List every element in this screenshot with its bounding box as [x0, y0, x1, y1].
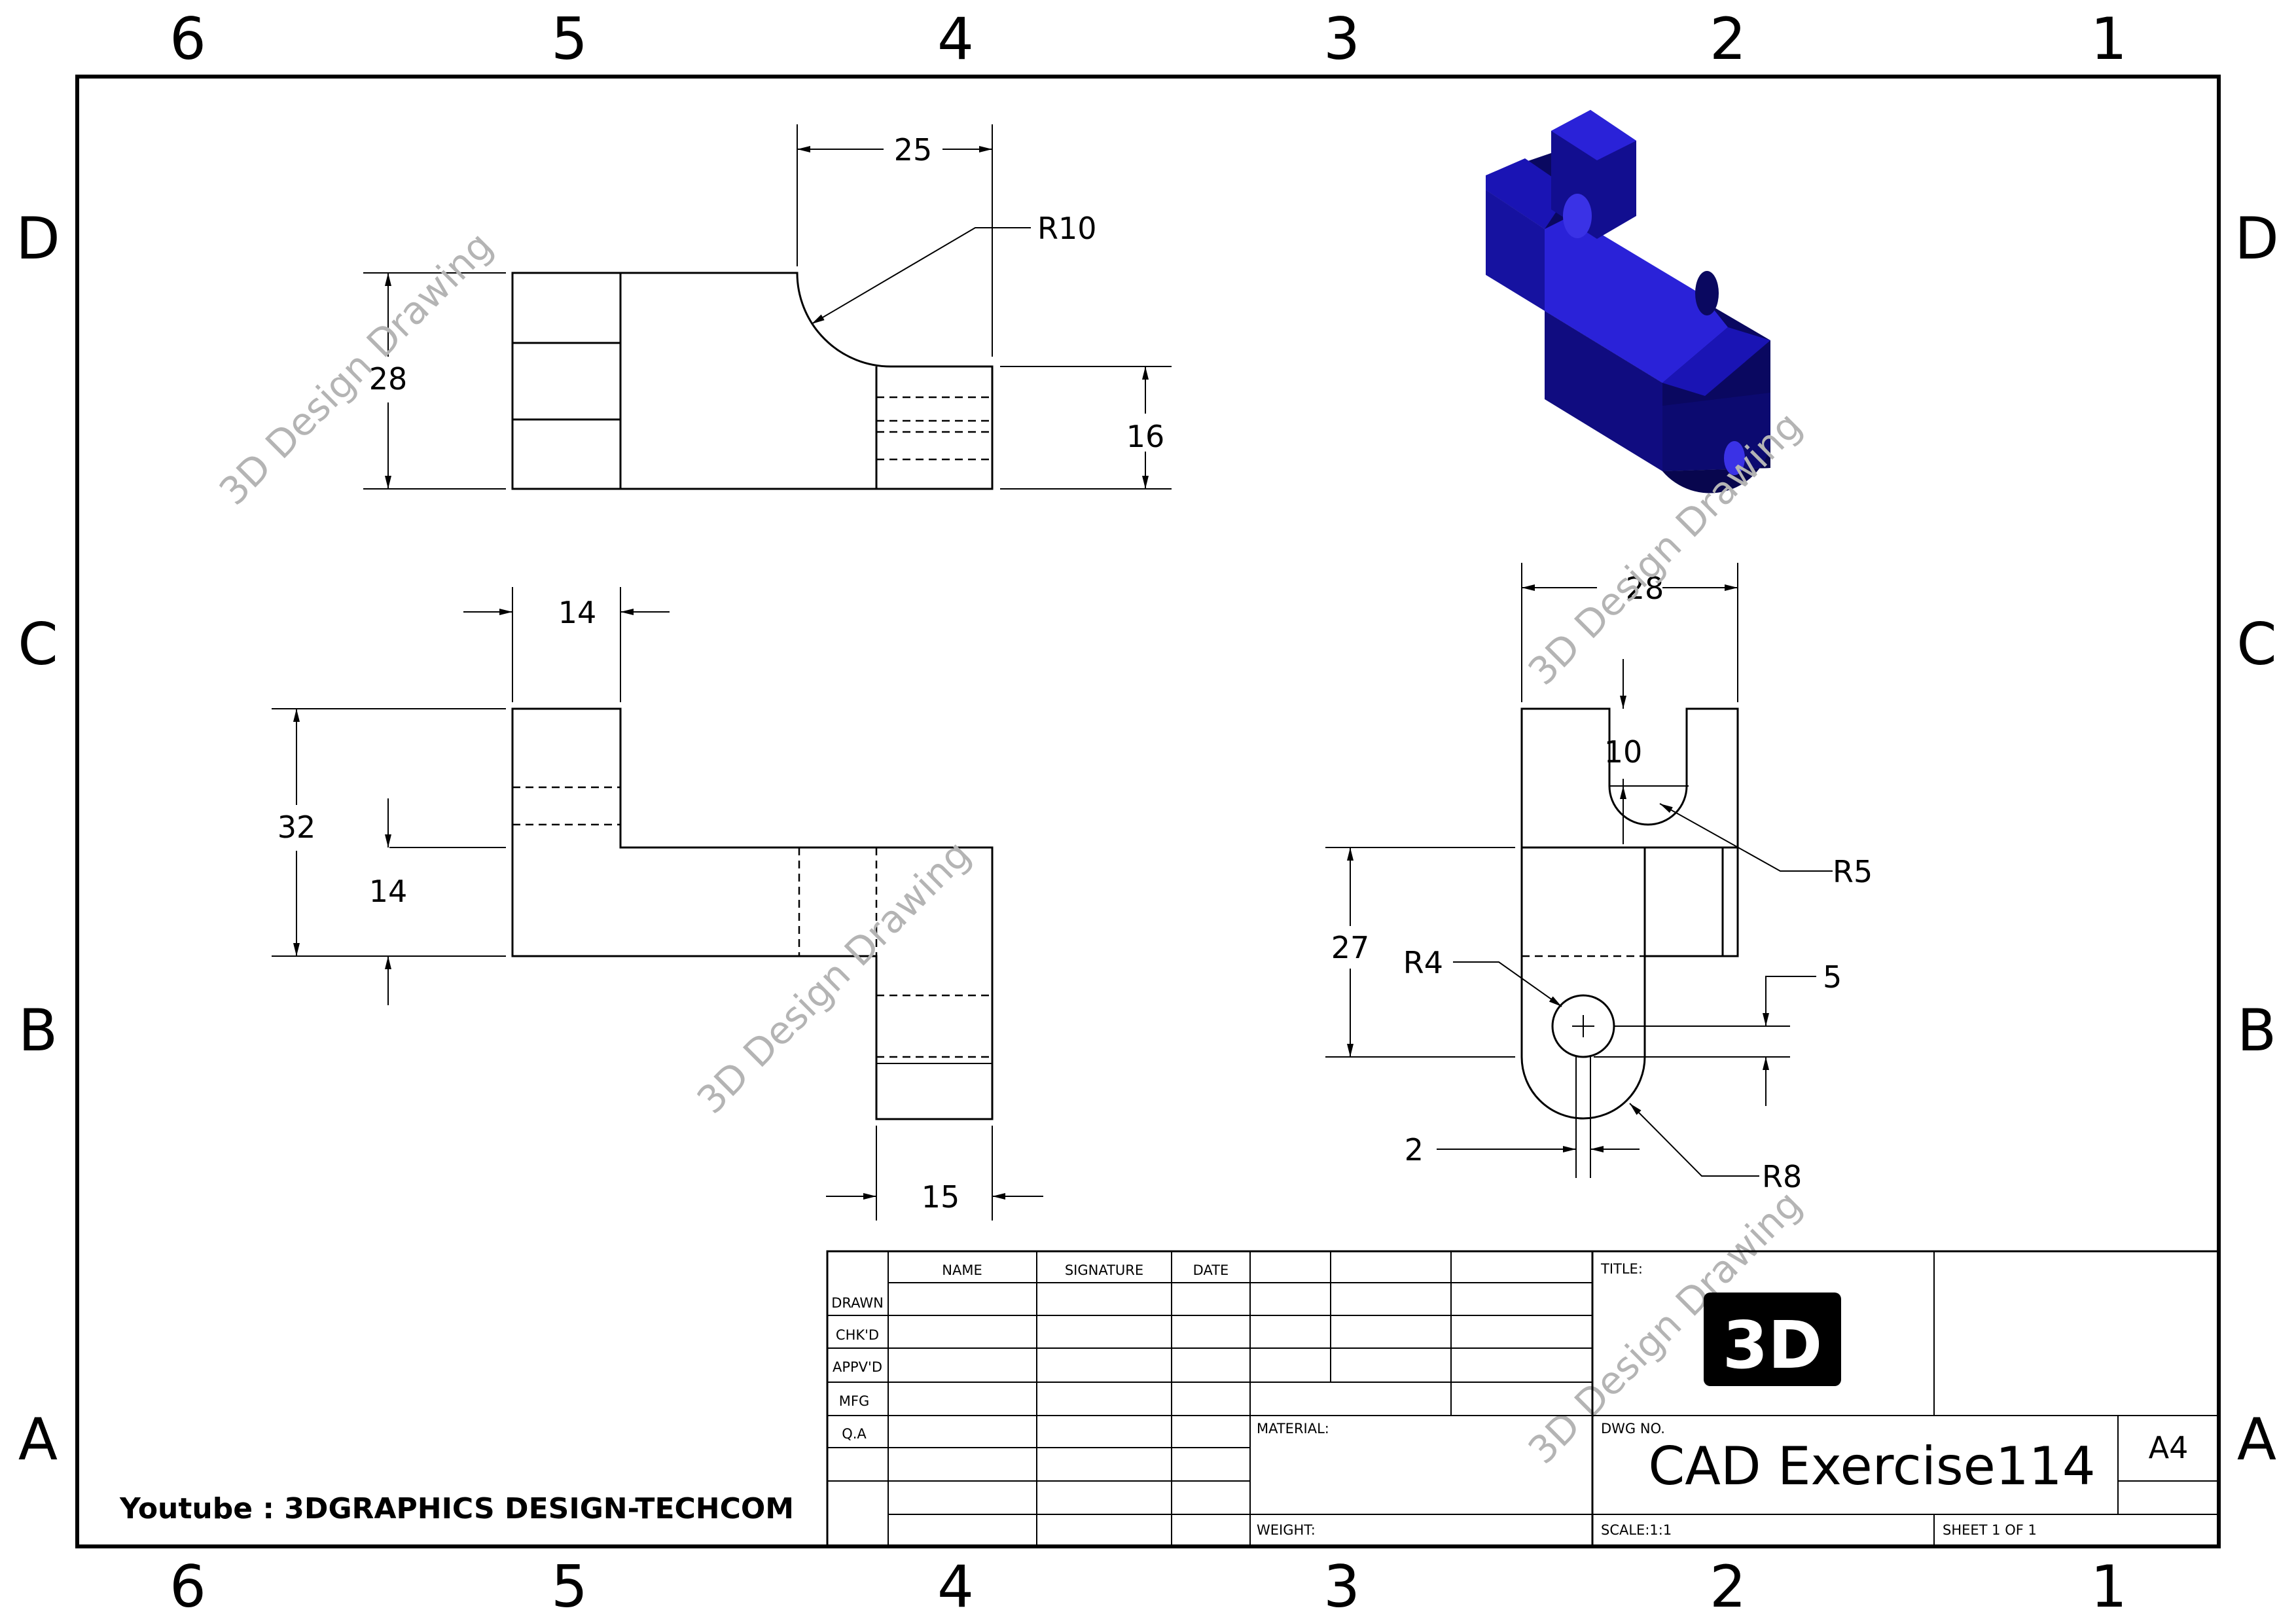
dim-side-5: 5 — [1823, 959, 1842, 995]
zone-row-a-left: A — [18, 1406, 58, 1473]
zone-col-5-top: 5 — [551, 5, 588, 73]
front-view: 14 32 14 15 — [272, 587, 1043, 1221]
dim-side-r5: R5 — [1833, 854, 1873, 889]
zone-row-c-left: C — [18, 611, 58, 678]
dim-front-14-width: 14 — [558, 595, 597, 630]
dim-front-15: 15 — [922, 1179, 960, 1215]
watermark-center: 3D Design Drawing — [689, 832, 979, 1122]
zone-row-d-left: D — [16, 205, 60, 272]
zone-labels: 6 5 4 3 2 1 6 5 4 3 2 1 D C B A D C B A — [16, 5, 2279, 1620]
title-block-signature-header: SIGNATURE — [1065, 1262, 1143, 1278]
title-block-row-drawn: DRAWN — [831, 1295, 884, 1311]
title-block-row-approved: APPV'D — [833, 1359, 882, 1375]
title-block-name-header: NAME — [942, 1262, 982, 1278]
dim-top-16: 16 — [1126, 419, 1165, 454]
zone-row-d-right: D — [2234, 205, 2279, 272]
logo-3d-text: 3D — [1723, 1307, 1823, 1383]
dim-side-2: 2 — [1405, 1132, 1424, 1168]
title-block: NAME SIGNATURE DATE DRAWN CHK'D APPV'D M… — [826, 1250, 2220, 1548]
logo-3d: 3D — [1704, 1293, 1841, 1386]
zone-row-b-right: B — [2237, 997, 2276, 1064]
dim-side-10: 10 — [1604, 734, 1643, 770]
isometric-model — [1486, 110, 1770, 493]
zone-row-c-right: C — [2236, 611, 2276, 678]
zone-col-2-top: 2 — [1710, 5, 1746, 73]
zone-col-4-top: 4 — [937, 5, 974, 73]
dim-front-32: 32 — [278, 810, 316, 845]
dim-top-28: 28 — [369, 361, 408, 397]
zone-col-3-bottom: 3 — [1323, 1553, 1360, 1620]
title-block-dwg-no-label: DWG NO. — [1601, 1421, 1665, 1436]
title-block-row-qa: Q.A — [842, 1426, 867, 1442]
title-block-title-label: TITLE: — [1600, 1261, 1643, 1277]
zone-row-a-right: A — [2237, 1406, 2276, 1473]
zone-col-3-top: 3 — [1323, 5, 1360, 73]
title-block-row-mfg: MFG — [839, 1393, 869, 1409]
zone-col-6-top: 6 — [170, 5, 206, 73]
zone-col-4-bottom: 4 — [937, 1553, 974, 1620]
title-block-weight-label: WEIGHT: — [1257, 1522, 1316, 1538]
title-block-material-label: MATERIAL: — [1257, 1421, 1329, 1436]
title-block-size: A4 — [2149, 1430, 2189, 1465]
dim-side-r8: R8 — [1762, 1159, 1802, 1194]
zone-col-1-top: 1 — [2090, 5, 2127, 73]
zone-col-2-bottom: 2 — [1710, 1553, 1746, 1620]
top-view: 25 R10 28 16 — [363, 124, 1172, 490]
zone-row-b-left: B — [18, 997, 58, 1064]
dim-side-27: 27 — [1331, 930, 1370, 965]
title-block-dwg-no: CAD Exercise114 — [1648, 1436, 2095, 1497]
title-block-scale: SCALE:1:1 — [1601, 1522, 1672, 1538]
dim-top-r10: R10 — [1037, 211, 1097, 246]
dim-side-28: 28 — [1626, 571, 1664, 606]
dim-front-14-height: 14 — [369, 874, 408, 909]
youtube-credit: Youtube : 3DGRAPHICS DESIGN-TECHCOM — [119, 1492, 794, 1525]
zone-col-1-bottom: 1 — [2090, 1553, 2127, 1620]
title-block-date-header: DATE — [1193, 1262, 1229, 1278]
title-block-sheet: SHEET 1 OF 1 — [1943, 1522, 2037, 1538]
dim-side-r4: R4 — [1403, 945, 1443, 980]
zone-col-6-bottom: 6 — [170, 1553, 206, 1620]
zone-col-5-bottom: 5 — [551, 1553, 588, 1620]
side-view: 28 10 R5 27 R4 5 2 R8 — [1325, 563, 1873, 1194]
title-block-row-checked: CHK'D — [836, 1327, 879, 1343]
watermark-top-left: 3D Design Drawing — [211, 223, 501, 514]
dim-top-25: 25 — [894, 132, 933, 168]
